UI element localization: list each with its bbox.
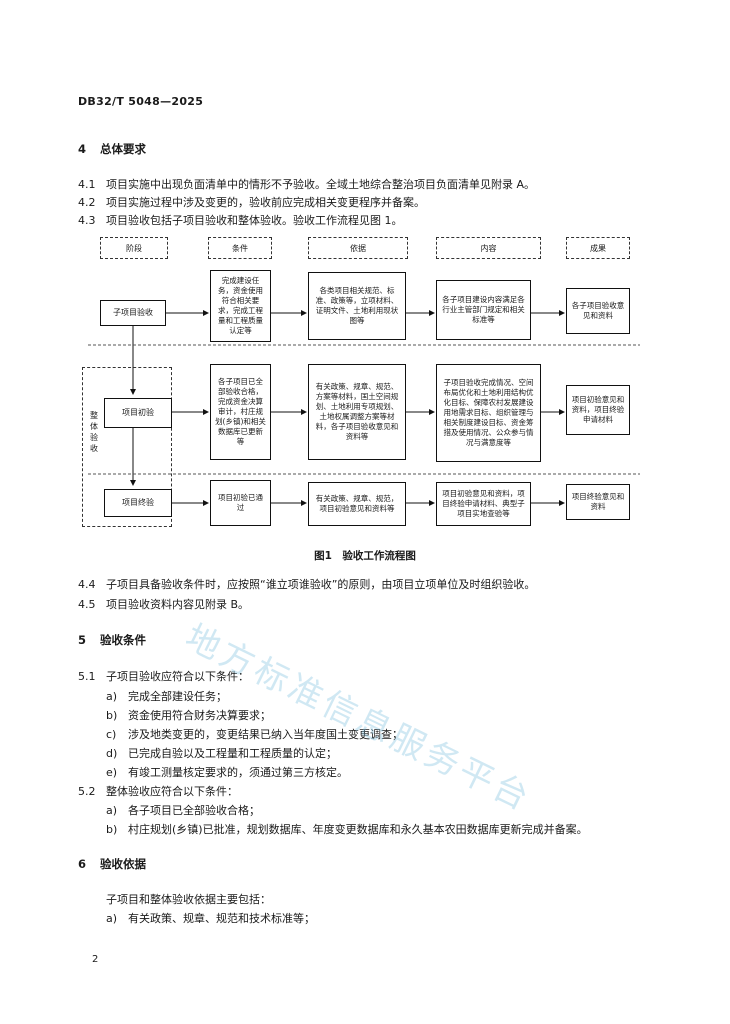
basis-box-1: 各类项目相关规范、标准、政策等，立项材料、证明文件、土地利用现状图等	[308, 272, 406, 340]
content-box-1: 各子项目建设内容满足各行业主管部门规定和相关标准等	[436, 280, 531, 340]
overall-acceptance-group	[82, 367, 172, 527]
list-item: c)涉及地类变更的，变更结果已纳入当年度国土变更调查；	[106, 728, 403, 741]
column-header-stage: 阶段	[100, 237, 168, 259]
condition-box-3: 项目初验已通过	[210, 480, 271, 526]
basis-box-3: 有关政策、规章、规范，项目初验意见和资料等	[308, 482, 406, 526]
stage-preliminary-acceptance: 项目初验	[104, 398, 172, 428]
list-item: b)村庄规划(乡镇)已批准，规划数据库、年度变更数据库和永久基本农田数据库更新完…	[106, 823, 588, 836]
list-item: a)有关政策、规章、规范和技术标准等；	[106, 912, 315, 925]
list-item: a)完成全部建设任务；	[106, 690, 227, 703]
column-header-content: 内容	[436, 237, 541, 259]
stage-sub-project-acceptance: 子项目验收	[100, 300, 166, 326]
list-item: a)各子项目已全部验收合格；	[106, 804, 260, 817]
figure-caption: 图1 验收工作流程图	[314, 550, 416, 562]
result-box-2: 项目初验意见和资料，项目终验申请材料	[566, 385, 630, 435]
content-box-3: 项目初验意见和资料，项目终验申请材料、典型子项目实地查验等	[436, 482, 531, 526]
condition-box-2: 各子项目已全部验收合格，完成资金决算审计，村庄规划(乡镇)和相关数据库已更新等	[210, 364, 271, 460]
list-item: d)已完成自验以及工程量和工程质量的认定；	[106, 747, 337, 760]
column-header-basis: 依据	[308, 237, 408, 259]
section-6-intro: 子项目和整体验收依据主要包括：	[106, 893, 271, 906]
column-header-result: 成果	[566, 237, 630, 259]
condition-box-1: 完成建设任务，资金使用符合相关要求，完成工程量和工程质量认定等	[210, 270, 271, 342]
basis-box-2: 有关政策、规章、规范、方案等材料，国土空间规划、土地利用专项规划、土地权属调整方…	[308, 364, 406, 460]
page-number: 2	[92, 954, 99, 965]
list-item: b)资金使用符合财务决算要求；	[106, 709, 271, 722]
list-item: e)有竣工测量核定要求的，须通过第三方核定。	[106, 766, 348, 779]
column-header-condition: 条件	[208, 237, 272, 259]
result-box-1: 各子项目验收意见和资料	[566, 288, 630, 334]
result-box-3: 项目终验意见和资料	[566, 484, 630, 520]
overall-acceptance-label: 整体验收	[90, 411, 98, 453]
document-code: DB32/T 5048—2025	[78, 95, 204, 108]
content-box-2: 子项目验收完成情况、空间布局优化和土地利用结构优化目标、保障农村发展建设用地需求…	[436, 364, 541, 462]
stage-final-acceptance: 项目终验	[104, 489, 172, 517]
